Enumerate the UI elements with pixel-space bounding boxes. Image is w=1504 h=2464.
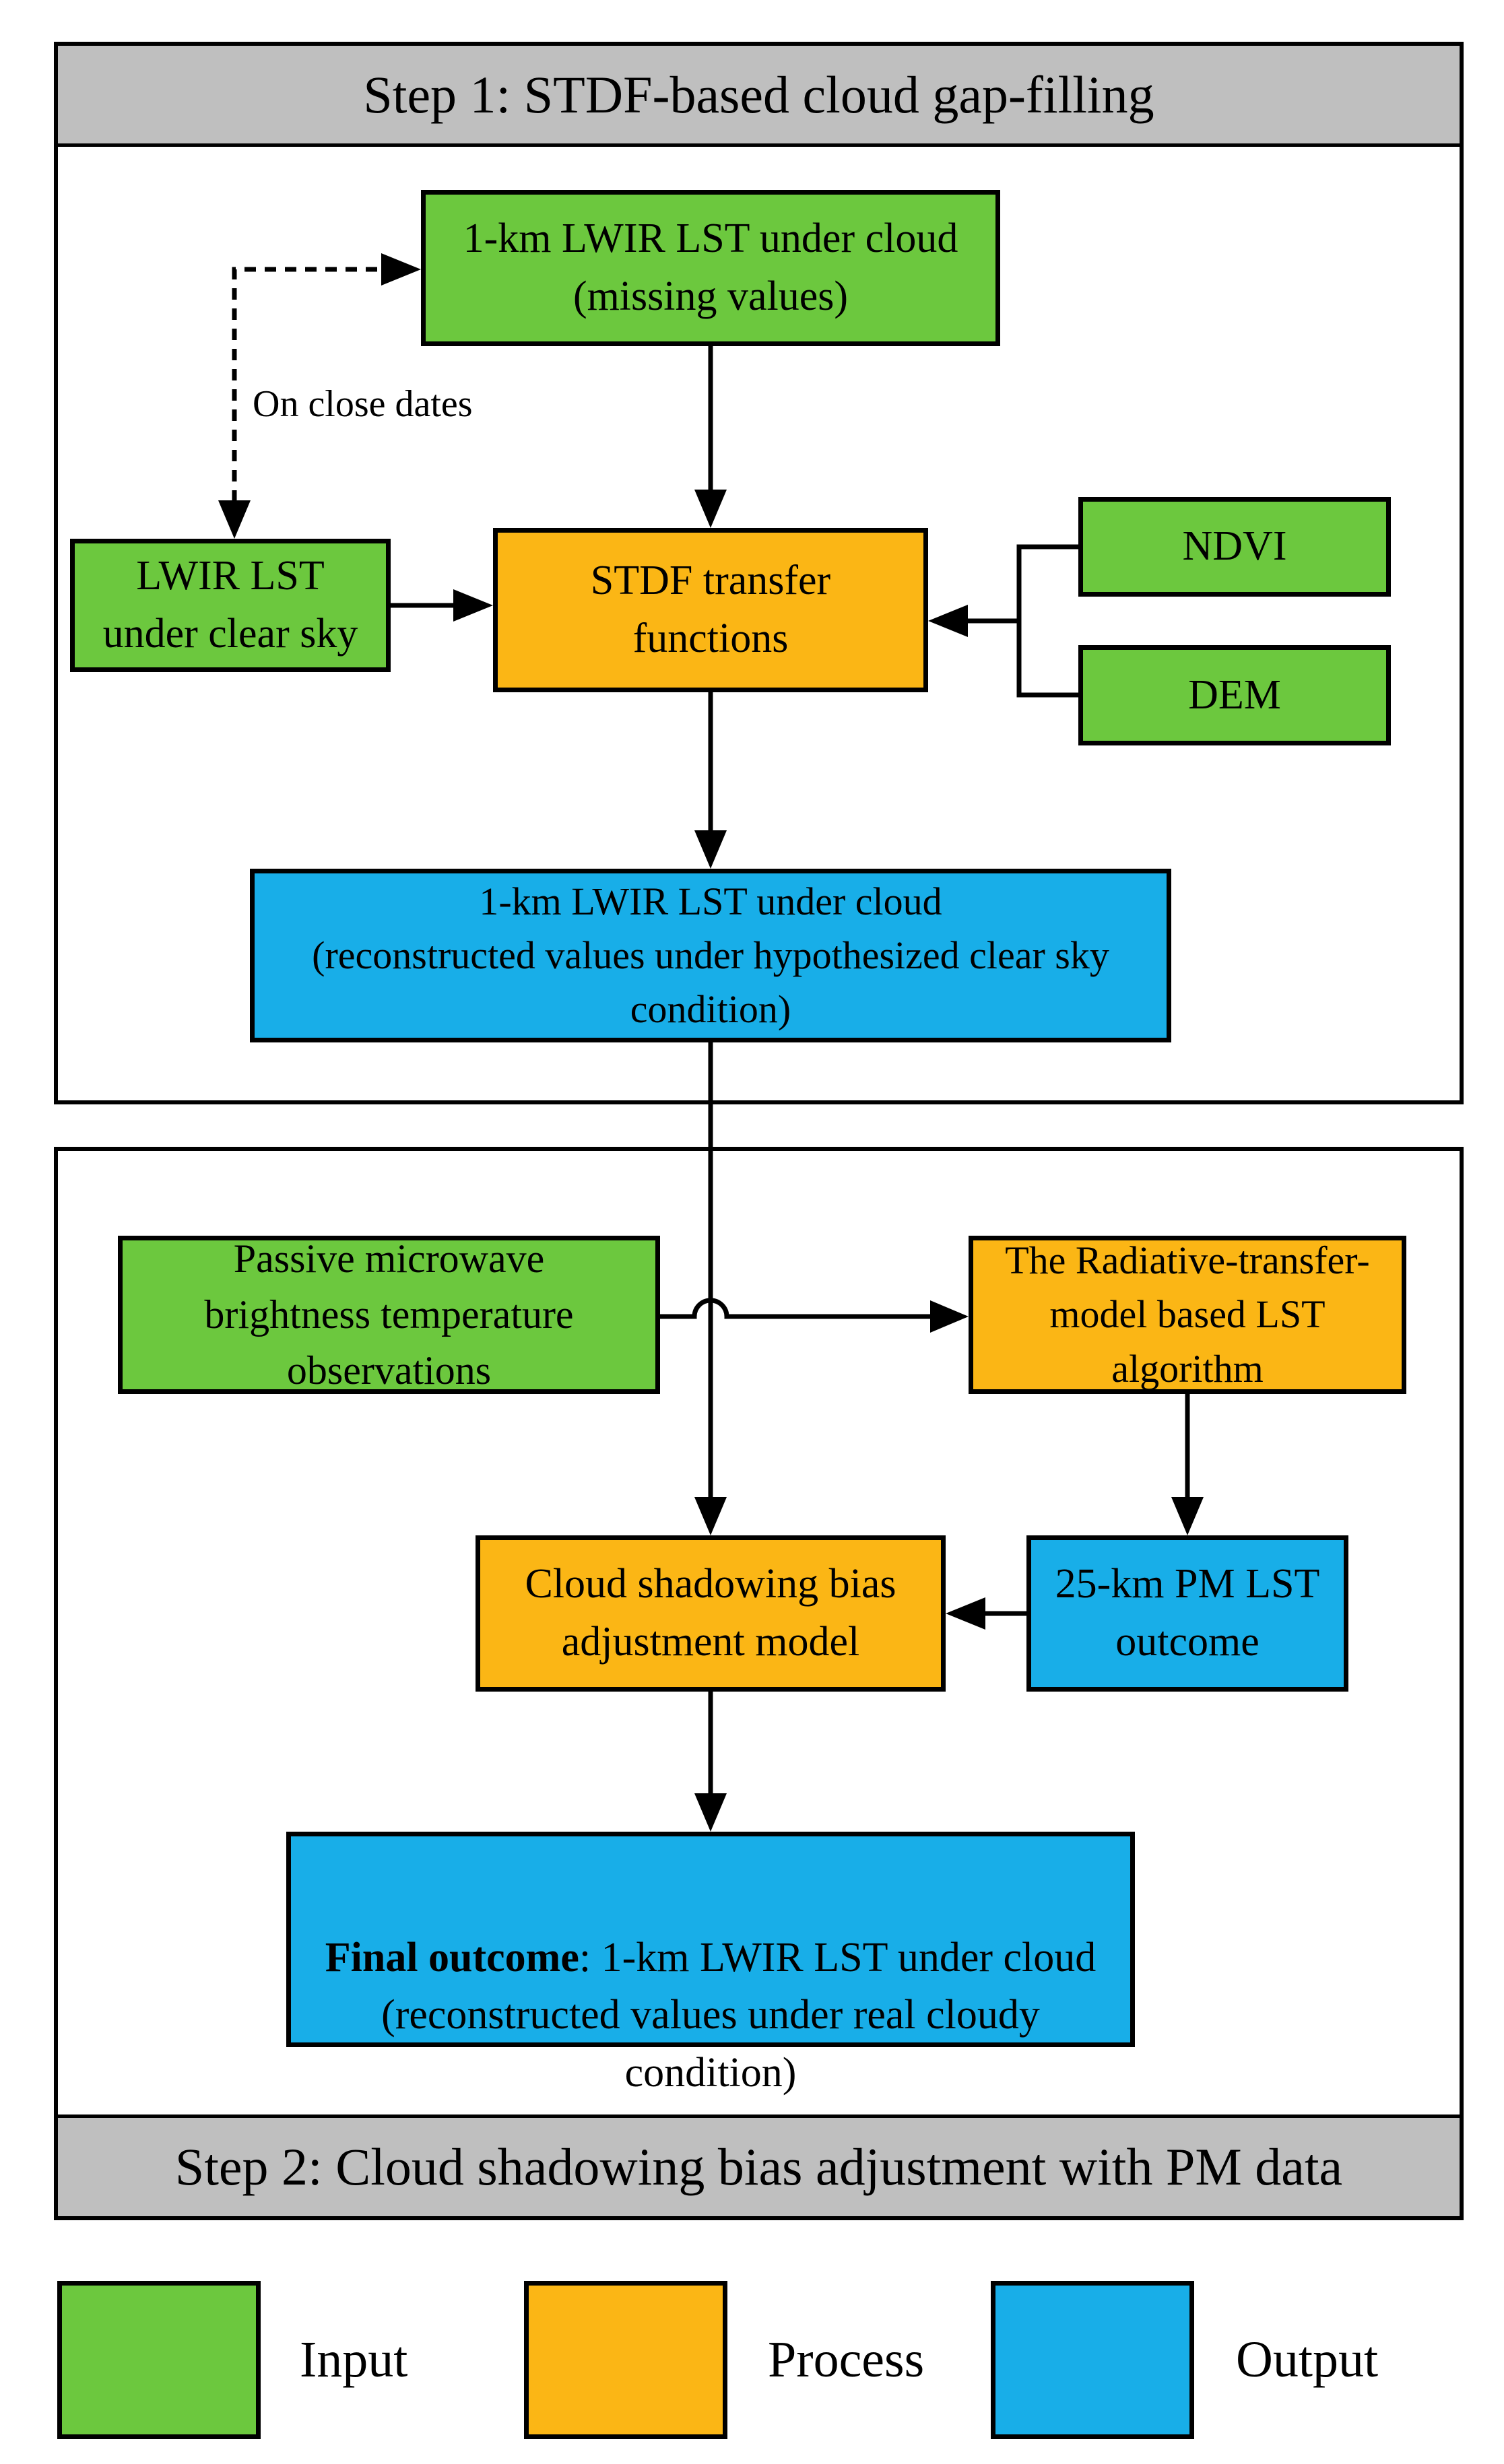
legend-process-swatch xyxy=(524,2281,727,2439)
node-pm-observations: Passive microwave brightness temperature… xyxy=(118,1236,660,1394)
node-ndvi: NDVI xyxy=(1078,497,1391,597)
step2-title-bar: Step 2: Cloud shadowing bias adjustment … xyxy=(58,2115,1460,2216)
legend-input-label: Input xyxy=(300,2331,408,2388)
legend-output-label: Output xyxy=(1236,2331,1379,2388)
node-rtm-algorithm: The Radiative-transfer- model based LST … xyxy=(969,1236,1406,1394)
node-bias-model: Cloud shadowing bias adjustment model xyxy=(476,1535,946,1692)
final-outcome-bold: Final outcome xyxy=(325,1934,579,1980)
step1-title-bar: Step 1: STDF-based cloud gap-filling xyxy=(58,46,1460,147)
step2-title: Step 2: Cloud shadowing bias adjustment … xyxy=(174,2137,1343,2196)
legend-process-label: Process xyxy=(768,2331,925,2388)
node-dem: DEM xyxy=(1078,645,1391,745)
node-final-outcome: Final outcome: 1-km LWIR LST under cloud… xyxy=(286,1832,1135,2096)
node-cloud-missing: 1-km LWIR LST under cloud (missing value… xyxy=(421,190,1000,346)
legend-output-swatch xyxy=(991,2281,1194,2439)
node-clear-sky: LWIR LST under clear sky xyxy=(70,539,391,672)
step1-title: Step 1: STDF-based cloud gap-filling xyxy=(363,65,1154,124)
close-dates-label: On close dates xyxy=(253,383,473,425)
node-reconstructed: 1-km LWIR LST under cloud (reconstructed… xyxy=(250,869,1171,1042)
node-pm-lst-outcome: 25-km PM LST outcome xyxy=(1026,1535,1348,1692)
node-stdf: STDF transfer functions xyxy=(493,528,928,692)
final-outcome-rest: : 1-km LWIR LST under cloud (reconstruct… xyxy=(381,1934,1097,2096)
legend-input-swatch xyxy=(57,2281,261,2439)
